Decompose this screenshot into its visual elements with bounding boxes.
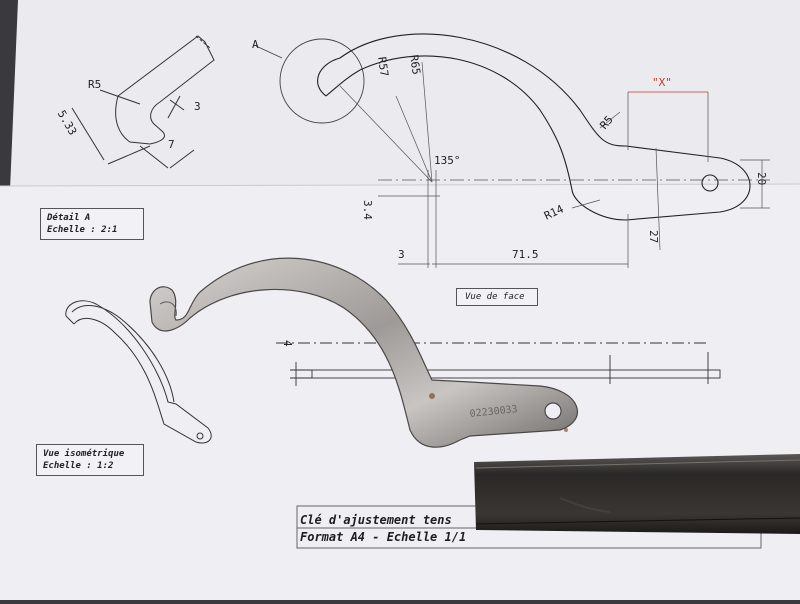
dim-detail-r5: R5 [88,78,102,91]
front-view-outline [317,33,751,221]
detail-a-title: Détail A [47,213,91,223]
spanner-stamp-text: 02230033 [469,404,518,420]
side-view [276,342,721,386]
detail-a-label-box: Détail A Echelle : 2:1 [40,208,144,240]
isometric-title: Vue isométrique [43,449,125,459]
dim-r65: R65 [407,54,423,76]
detail-a-scale: Echelle : 2:1 [47,225,118,235]
dim-r57: R57 [375,56,391,78]
dim-4: 4 [281,340,294,347]
title-block: Clé d'ajustement tens Format A4 - Echell… [300,512,476,546]
title-block-line1: Clé d'ajustement tens [300,513,452,527]
dim-715: 71.5 [512,248,539,261]
isometric-view [65,300,212,444]
construction-lines [339,61,770,268]
paper-sheet-top [10,0,800,190]
metal-spanner: 02230033 [149,257,578,448]
dim-a-marker: A [252,38,259,51]
spanner-hole [544,402,562,420]
dim-20: 20 [755,172,768,186]
isometric-scale: Echelle : 1:2 [43,461,114,471]
dim-27: 27 [647,230,660,244]
dim-34: 3.4 [361,200,374,220]
dim-angle: 135° [434,154,461,167]
detail-a-drawing [71,35,215,169]
title-block-line2: Format A4 - Echelle 1/1 [300,530,467,544]
detail-marker-a [255,38,365,124]
paper-sheet-edge [0,183,800,187]
steel-ruler [474,454,800,534]
dim-detail-7: 7 [168,138,175,151]
dim-detail-3: 3 [194,100,201,113]
dim-x: "X" [652,76,672,89]
front-view-label: Vue de face [456,288,538,306]
isometric-label-box: Vue isométrique Echelle : 1:2 [36,444,144,476]
dim-3: 3 [398,248,405,261]
